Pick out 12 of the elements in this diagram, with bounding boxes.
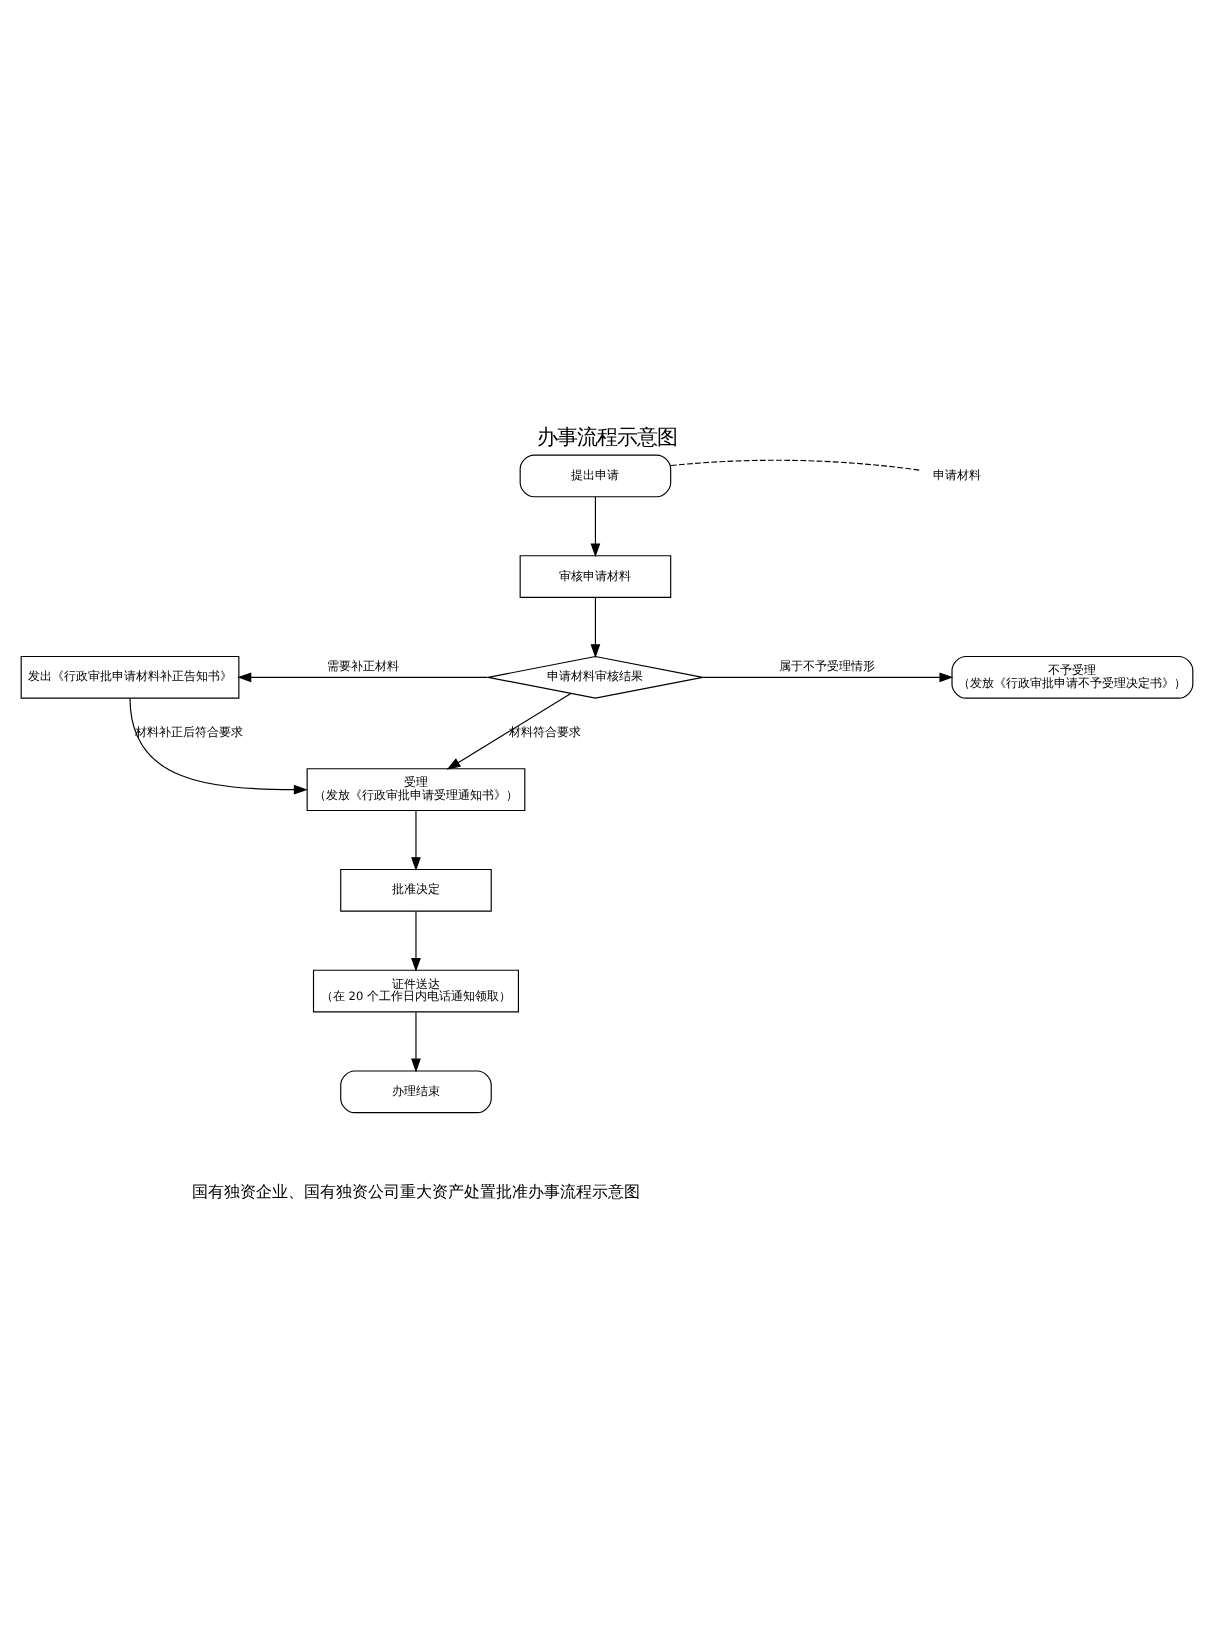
arrow — [446, 691, 572, 769]
connector — [670, 458, 921, 470]
arrow — [590, 596, 601, 658]
diagram-title: 办事流程示意图 — [537, 424, 677, 449]
arrow — [411, 1010, 421, 1072]
arrow — [129, 696, 308, 794]
arrow — [411, 909, 421, 971]
arrow — [411, 809, 421, 871]
arrow — [237, 671, 489, 682]
arrow — [590, 495, 601, 557]
arrow — [702, 671, 954, 682]
caption: 国有独资企业、国有独资公司重大资产处置批准办事流程示意图 — [191, 1179, 640, 1200]
